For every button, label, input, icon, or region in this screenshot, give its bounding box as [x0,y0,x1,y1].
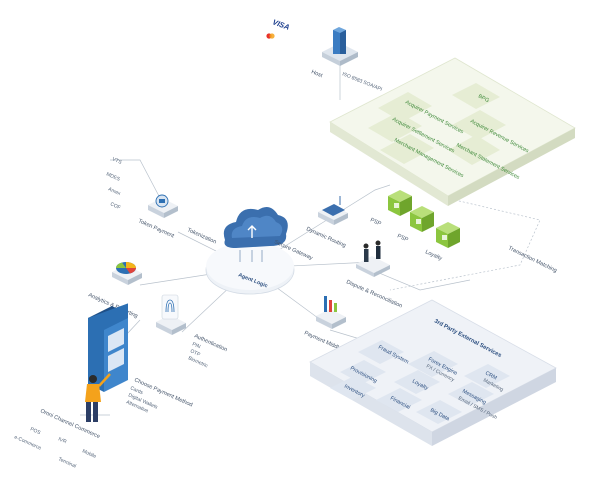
host-server-icon [322,27,358,66]
token-network-list: VTS MDES Amex COF [105,156,123,211]
token-payment-label: Token Payment [137,218,175,239]
host-sublabel: ISO 8583 SOA/API [341,71,383,92]
omni-item-ivr: IVR [57,436,67,445]
dynamic-routing-label: Dynamic Routing [305,226,346,249]
psp-label-1: PSP [369,217,382,227]
middleware-icon [316,296,346,329]
omni-item-ecommerce: e-Commerce [13,434,42,451]
visa-logo: VISA [271,17,291,31]
third-party-crm: CRM [484,370,498,381]
fingerprint-icon [156,294,186,335]
psp-cube-2 [410,206,434,232]
third-party-services-panel [309,299,557,446]
cloud-icon [223,206,288,262]
dispute-people-icon [356,240,390,277]
omni-channel-title: Omni Channel Commerce [39,408,101,440]
kiosk-screen-icon [88,303,128,392]
psp-label-2: PSP [396,233,409,243]
token-network-mdes: MDES [105,171,121,183]
tokenization-label: Tokenization [186,227,217,245]
central-hub [205,242,295,295]
omni-item-terminal: Terminal [57,456,77,469]
acquirer-item-bpg: BPG [477,93,490,104]
host-label: Host [310,69,323,79]
token-network-cof: COF [109,201,121,211]
authentication-item-otp: OTP [189,348,201,358]
user-person-icon [85,373,111,422]
analytics-pie-icon [112,262,142,285]
transaction-matching-label: Transaction Matching [507,245,558,274]
omni-item-mobile: Mobile [81,448,97,460]
mastercard-logo [266,33,275,39]
token-payment-icon [148,194,178,218]
authentication-item-pin: PIN [191,341,201,350]
loyalty-cube [436,222,460,248]
acquirer-services-panel [329,57,576,206]
router-icon [318,196,348,225]
omni-item-pos: POS [29,426,42,436]
loyalty-label: Loyalty [424,249,443,262]
dispute-label: Dispute & Reconciliation [345,279,403,309]
visa-text: VISA [271,17,291,31]
payment-method-cards: Cards [129,385,144,396]
token-network-vts: VTS [111,156,123,166]
psp-cube-1 [388,190,412,216]
token-network-amex: Amex [107,186,122,197]
